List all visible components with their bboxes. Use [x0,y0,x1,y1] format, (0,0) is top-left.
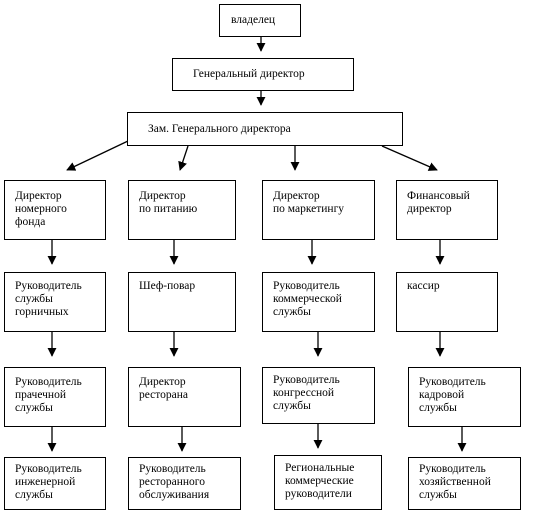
restaurant-director-box: Директор ресторана [128,367,241,427]
head-laundry-box: Руководитель прачечной службы [4,367,106,427]
director-marketing-box: Директор по маркетингу [262,180,375,240]
arrow-deputy-to-dir4 [381,145,438,171]
general-director-box: Генеральный директор [172,58,354,91]
cashier-box: кассир [396,272,498,332]
head-hr-box: Руководитель кадровой службы [408,367,521,427]
regional-commercial-box: Региональные коммерческие руководители [274,455,382,510]
head-congress-box: Руководитель конгрессной службы [262,367,375,424]
arrow-deputy-to-dir2 [178,145,189,171]
owner-box: владелец [219,4,301,37]
deputy-director-box: Зам. Генерального директора [127,112,403,146]
head-engineering-box: Руководитель инженерной службы [4,457,106,510]
head-household-box: Руководитель хозяйственной службы [408,457,521,510]
head-commercial-box: Руководитель коммерческой службы [262,272,375,332]
director-food-box: Директор по питанию [128,180,236,240]
head-housekeeping-box: Руководитель службы горничных [4,272,106,332]
arrow-deputy-to-dir1 [66,140,129,171]
head-restaurant-service-box: Руководитель ресторанного обслуживания [128,457,241,510]
chef-box: Шеф-повар [128,272,236,332]
director-finance-box: Финансовый директор [396,180,498,240]
director-rooms-box: Директор номерного фонда [4,180,106,240]
